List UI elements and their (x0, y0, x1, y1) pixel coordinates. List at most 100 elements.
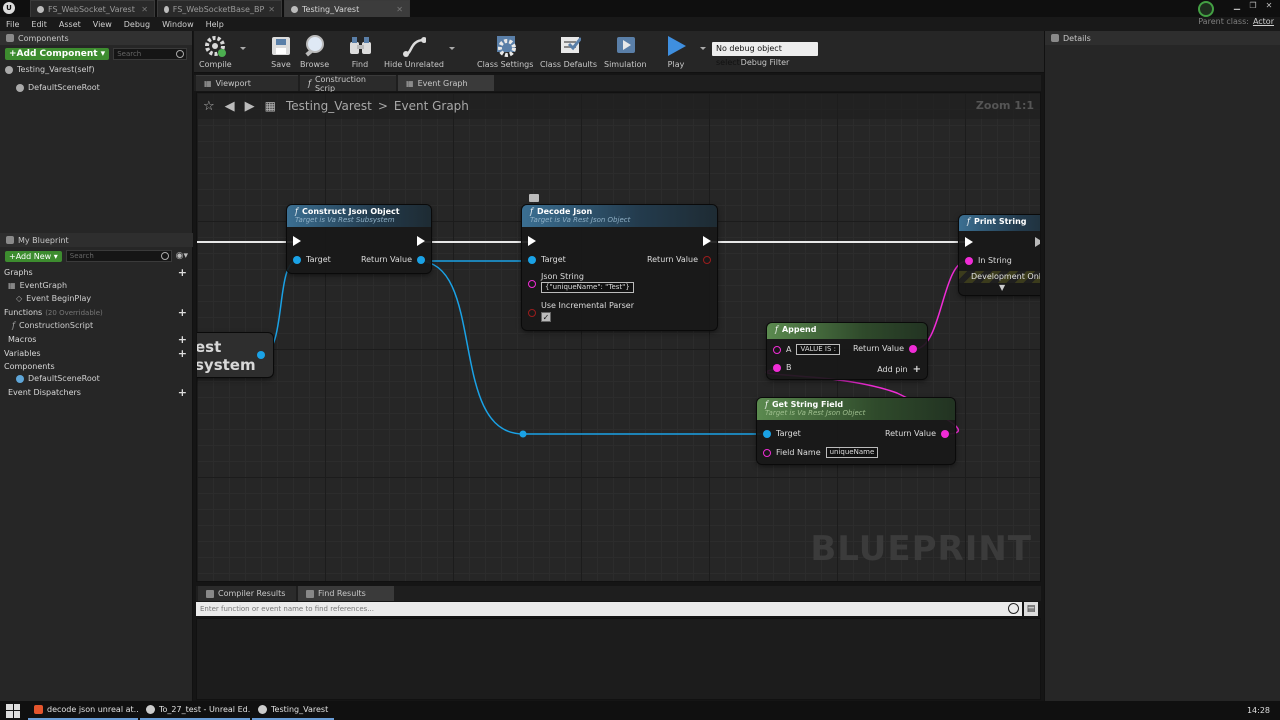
event-graph-canvas[interactable]: ☆ ◀ ▶ ▦ Testing_Varest > Event Graph Zoo… (196, 92, 1041, 582)
maximize-icon[interactable]: ❐ (1249, 1, 1257, 10)
star-icon[interactable]: ☆ (203, 98, 215, 114)
a-input[interactable]: VALUE IS : (796, 344, 841, 355)
compile-options-arrow-icon[interactable] (240, 47, 246, 50)
exec-in-pin[interactable] (965, 237, 973, 247)
minimize-icon[interactable]: ▁ (1233, 1, 1241, 10)
add-component-button[interactable]: +Add Component ▾ (5, 48, 110, 60)
menu-debug[interactable]: Debug (123, 19, 151, 29)
menu-window[interactable]: Window (162, 19, 194, 29)
add-graph-icon[interactable]: + (177, 265, 187, 279)
browse-button[interactable]: Browse (300, 34, 329, 69)
return-value-pin[interactable]: Return Value (647, 255, 711, 264)
debug-object-select[interactable]: No debug object selected ▾ (712, 42, 818, 67)
back-arrow-icon[interactable]: ◀ (224, 98, 235, 114)
taskbar-item-testing-varest[interactable]: Testing_Varest (252, 701, 335, 720)
return-value-pin[interactable]: Return Value (361, 255, 425, 264)
menu-view[interactable]: View (92, 19, 112, 29)
tab-fs-websocket-varest[interactable]: FS_WebSocket_Varest ✕ (30, 0, 155, 17)
menu-edit[interactable]: Edit (31, 19, 47, 29)
construction-script-item[interactable]: f ConstructionScript (12, 321, 94, 330)
menu-file[interactable]: File (6, 19, 20, 29)
close-icon[interactable]: ✕ (268, 4, 275, 14)
add-variable-icon[interactable]: + (177, 346, 187, 360)
field-name-input[interactable]: uniqueName (825, 447, 879, 458)
class-defaults-button[interactable]: Class Defaults (540, 34, 597, 69)
incremental-parser-pin[interactable]: Use Incremental Parser ✓ (528, 301, 634, 322)
compile-button[interactable]: Compile (199, 34, 232, 69)
view-options-icon[interactable]: ◉▾ (175, 251, 188, 261)
tab-viewport[interactable]: ▦ Viewport (196, 75, 298, 91)
tab-testing-varest[interactable]: Testing_Varest ✕ (284, 0, 410, 17)
json-string-input[interactable]: {"uniqueName": "Test"} (541, 282, 634, 293)
find-references-input[interactable]: Enter function or event name to find ref… (196, 602, 1022, 616)
event-dispatchers-category[interactable]: Event Dispatchers + (8, 385, 187, 399)
json-string-pin[interactable]: Json String {"uniqueName": "Test"} (528, 272, 634, 293)
menu-help[interactable]: Help (205, 19, 224, 29)
components-category[interactable]: Components (4, 361, 55, 371)
my-blueprint-search-input[interactable]: Search (65, 250, 172, 262)
graphs-category[interactable]: Graphs + (4, 265, 187, 279)
hide-unrelated-button[interactable]: Hide Unrelated (384, 34, 444, 69)
find-in-all-blueprints-icon[interactable]: ▤ (1024, 602, 1038, 616)
save-button[interactable]: Save (269, 34, 293, 69)
tab-construction-script[interactable]: f Construction Scrip (300, 75, 396, 93)
close-window-icon[interactable]: ✕ (1265, 1, 1273, 10)
functions-category[interactable]: Functions(20 Overridable) + (4, 305, 187, 319)
event-begin-play-item[interactable]: ◇ Event BeginPlay (16, 294, 92, 303)
search-icon[interactable] (1008, 603, 1019, 614)
comment-bubble-icon[interactable] (529, 194, 539, 202)
event-graph-item[interactable]: ▦ EventGraph (8, 281, 68, 290)
menu-asset[interactable]: Asset (58, 19, 81, 29)
tab-find-results[interactable]: Find Results (298, 586, 394, 601)
hide-unrelated-options-arrow-icon[interactable] (449, 47, 455, 50)
tab-event-graph[interactable]: ▦ Event Graph (398, 75, 494, 91)
target-pin[interactable]: Target (763, 429, 801, 438)
close-icon[interactable]: ✕ (396, 4, 403, 14)
component-self[interactable]: Testing_Varest(self) (0, 63, 192, 76)
find-button[interactable]: Find (348, 34, 372, 69)
class-settings-button[interactable]: Class Settings (477, 34, 533, 69)
exec-out-pin[interactable] (417, 236, 425, 246)
source-control-icon[interactable] (1198, 1, 1214, 17)
add-new-button[interactable]: +Add New ▾ (5, 250, 62, 262)
target-pin[interactable]: Target (528, 255, 566, 264)
in-string-pin[interactable]: In String (965, 256, 1012, 265)
components-default-scene-root[interactable]: DefaultSceneRoot (0, 372, 193, 385)
close-icon[interactable]: ✕ (141, 4, 148, 14)
exec-out-pin[interactable] (703, 236, 711, 246)
taskbar-item-browser[interactable]: decode json unreal at... (28, 701, 138, 720)
tab-compiler-results[interactable]: Compiler Results (198, 586, 296, 601)
incremental-parser-checkbox[interactable]: ✓ (541, 312, 551, 322)
exec-in-pin[interactable] (293, 236, 301, 246)
component-default-scene-root[interactable]: DefaultSceneRoot (0, 81, 192, 94)
add-function-icon[interactable]: + (177, 305, 187, 319)
b-pin[interactable]: B (773, 363, 792, 372)
subsystem-output-pin[interactable] (257, 351, 265, 359)
add-macro-icon[interactable]: + (177, 332, 187, 346)
variables-category[interactable]: Variables + (4, 346, 187, 360)
taskbar-item-unreal-editor[interactable]: To_27_test - Unreal Ed... (140, 701, 250, 720)
tab-fs-websocketbase-bp[interactable]: FS_WebSocketBase_BP ✕ (157, 0, 282, 17)
windows-start-icon[interactable] (6, 703, 20, 718)
simulation-button[interactable]: Simulation (604, 34, 647, 69)
return-value-pin[interactable]: Return Value (853, 344, 917, 353)
components-search-input[interactable]: Search (113, 48, 187, 60)
add-dispatcher-icon[interactable]: + (177, 385, 187, 399)
parent-class-link[interactable]: Actor (1252, 17, 1274, 26)
exec-out-pin[interactable] (1035, 237, 1040, 247)
play-button[interactable]: Play (664, 34, 688, 69)
forward-arrow-icon[interactable]: ▶ (244, 98, 255, 114)
play-options-arrow-icon[interactable] (700, 47, 706, 50)
exec-in-pin[interactable] (528, 236, 536, 246)
breadcrumb-root[interactable]: Testing_Varest (286, 99, 372, 113)
macros-category[interactable]: Macros + (8, 332, 187, 346)
add-pin-button[interactable]: Add pin+ (877, 364, 921, 375)
return-value-pin[interactable]: Return Value (885, 429, 949, 438)
